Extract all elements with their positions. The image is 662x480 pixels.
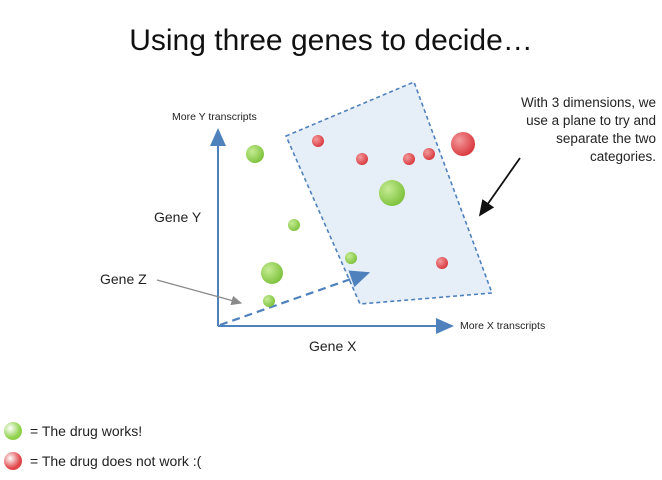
legend-item-not-work: = The drug does not work :(: [4, 452, 201, 470]
gene-z-label: Gene Z: [100, 271, 147, 287]
point-works: [261, 262, 283, 284]
point-works: [345, 252, 357, 264]
green-dot-icon: [4, 422, 22, 440]
annotation-line: use a plane to try and: [526, 113, 656, 128]
point-not-work: [312, 135, 324, 147]
point-not-work: [436, 257, 448, 269]
legend-label: = The drug works!: [30, 423, 143, 439]
y-axis-end-label: More Y transcripts: [172, 111, 257, 123]
z-axis: [219, 270, 371, 327]
annotation-line: separate the two: [556, 131, 656, 146]
point-works: [288, 219, 300, 231]
point-works: [379, 180, 405, 206]
gene-x-label: Gene X: [309, 338, 357, 354]
point-not-work: [423, 148, 435, 160]
plane-annotation: With 3 dimensions, we use a plane to try…: [470, 94, 656, 166]
annotation-line: categories.: [589, 149, 656, 164]
point-works: [246, 145, 264, 163]
point-not-work: [451, 132, 475, 156]
gene-z-pointer: [156, 279, 243, 306]
point-not-work: [403, 153, 415, 165]
red-dot-icon: [4, 452, 22, 470]
legend-item-works: = The drug works!: [4, 422, 142, 440]
annotation-pointer: [478, 157, 521, 217]
slide-title: Using three genes to decide…: [129, 24, 533, 57]
annotation-line: With 3 dimensions, we: [520, 95, 656, 110]
x-axis-end-label: More X transcripts: [460, 320, 546, 332]
point-not-work: [356, 153, 368, 165]
point-works: [263, 295, 275, 307]
gene-y-label: Gene Y: [154, 209, 202, 225]
legend-label: = The drug does not work :(: [30, 453, 202, 469]
